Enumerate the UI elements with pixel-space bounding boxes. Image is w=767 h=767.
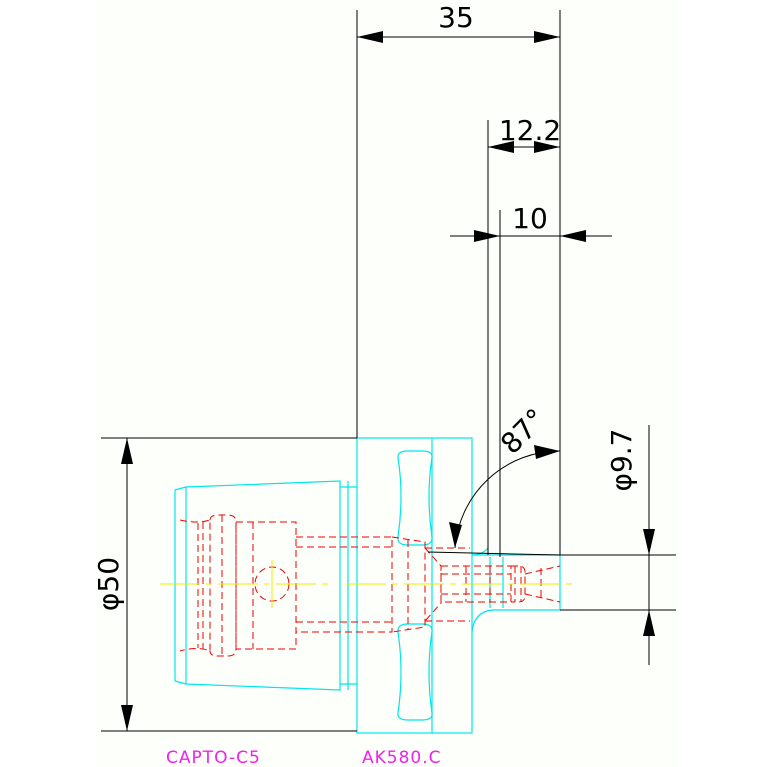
capto-c5-label: CAPTO-C5 (166, 748, 261, 767)
dim-phi-50-label: φ50 (92, 557, 125, 611)
drawing-background (95, 0, 680, 767)
dim-12-2-label: 12.2 (499, 114, 561, 147)
ak580-label: AK580.C (362, 748, 442, 767)
dim-phi-9-7-label: φ9.7 (605, 429, 638, 492)
dim-35-label: 35 (438, 1, 474, 34)
dim-10-label: 10 (512, 202, 548, 235)
centerline (160, 560, 575, 608)
dimension-arrows (121, 31, 655, 731)
capto-c5-body (174, 480, 357, 691)
